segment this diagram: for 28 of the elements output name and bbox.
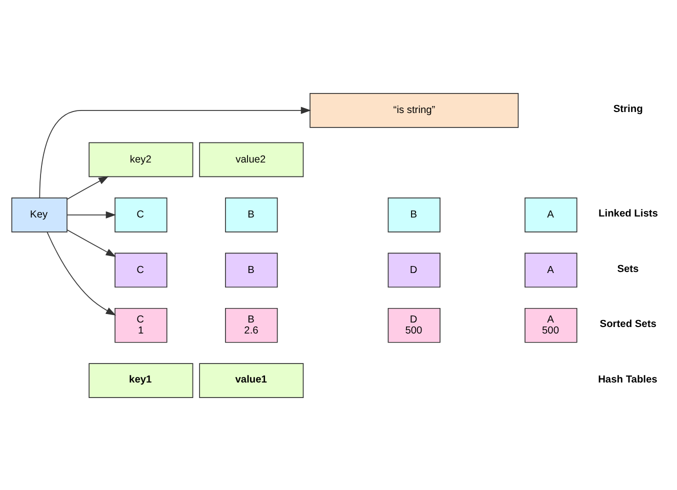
node-box: value2 xyxy=(199,142,304,177)
node-box: A xyxy=(524,196,578,232)
node-box: B xyxy=(225,252,278,288)
label: Sorted Sets xyxy=(600,318,656,330)
label: String xyxy=(613,104,643,115)
node-box: C xyxy=(114,252,168,288)
node-box: B xyxy=(388,196,440,232)
arrow xyxy=(66,176,109,200)
node-box: D 500 xyxy=(388,307,440,342)
label: Linked Lists xyxy=(598,208,658,220)
arrow xyxy=(39,106,312,198)
node-box: value1 xyxy=(199,362,304,398)
label: Sets xyxy=(617,263,639,274)
node-box: “is string” xyxy=(310,92,519,128)
node-box: Key xyxy=(11,196,68,232)
node-box: B xyxy=(225,196,278,232)
node-box: C 1 xyxy=(114,307,168,342)
node-box: B 2.6 xyxy=(225,307,278,342)
node-box: D xyxy=(388,252,440,288)
arrow xyxy=(46,231,116,316)
arrow xyxy=(66,228,116,256)
node-box: key2 xyxy=(88,142,194,177)
node-box: A 500 xyxy=(524,307,578,342)
label: Hash Tables xyxy=(598,374,658,385)
node-box: A xyxy=(524,252,578,288)
arrow xyxy=(66,210,116,218)
node-box: C xyxy=(114,196,168,232)
node-box: key1 xyxy=(88,362,194,398)
